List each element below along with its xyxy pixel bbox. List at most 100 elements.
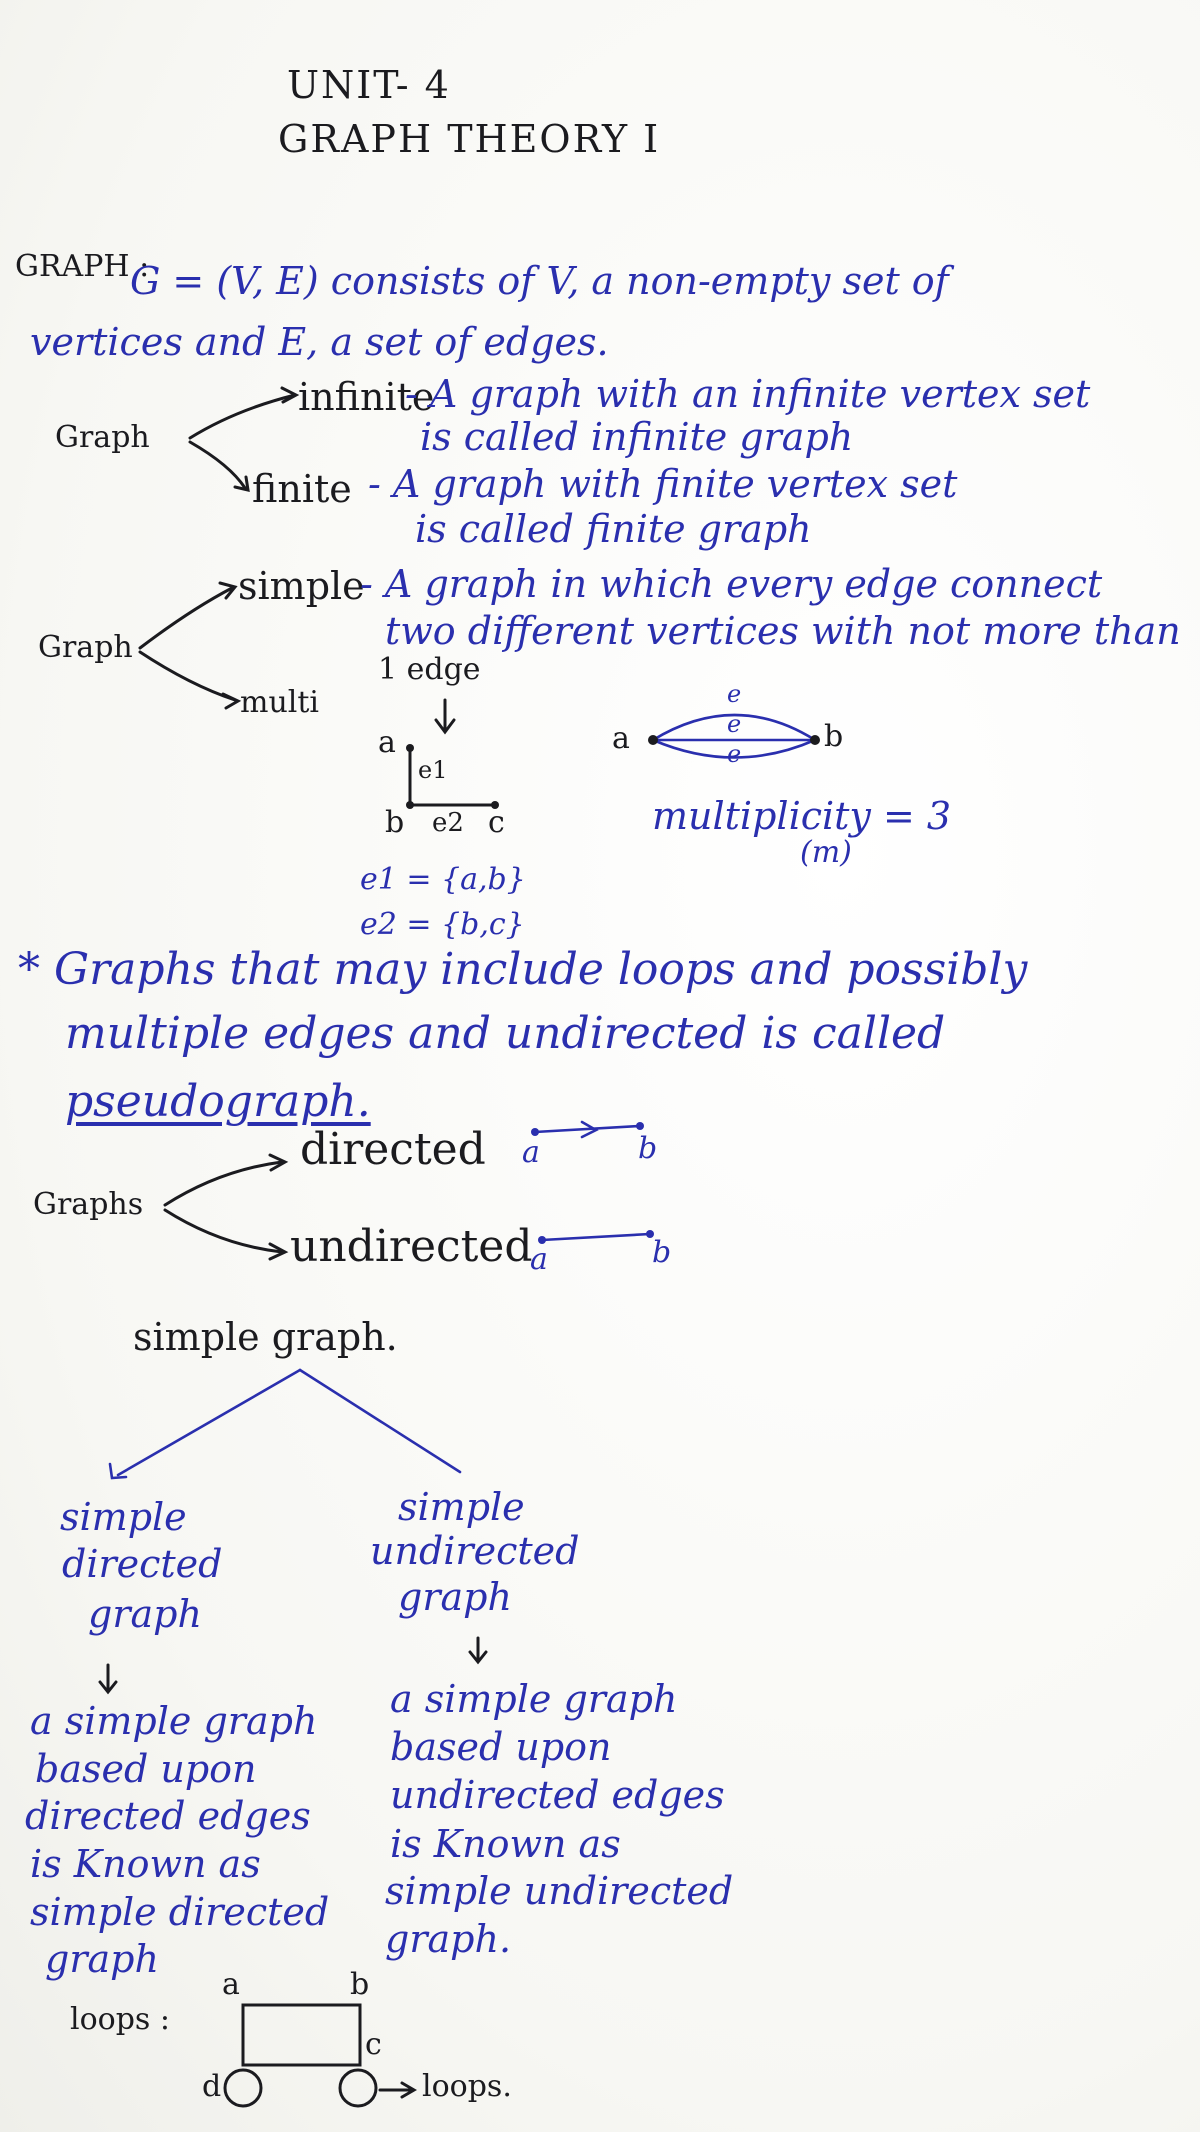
multi-label-b: b	[824, 719, 844, 754]
undirected-label-b: b	[652, 1235, 672, 1270]
left-desc-1: a simple graph	[30, 1699, 318, 1743]
multi-edge-label-top: e	[727, 680, 742, 708]
right-title-3: graph	[398, 1575, 512, 1619]
right-title-2: undirected	[370, 1529, 580, 1573]
loop-at-c	[338, 2068, 378, 2108]
right-desc-1: a simple graph	[390, 1677, 678, 1721]
simple-label-c: c	[488, 805, 505, 840]
directed-edge	[533, 1124, 642, 1134]
multi-edge-label-bottom: e	[727, 740, 742, 768]
undirected-edge	[540, 1232, 652, 1242]
left-desc-5: simple directed	[30, 1890, 330, 1934]
vertex-c	[491, 801, 499, 809]
tree-line-left	[116, 1368, 302, 1477]
simple-label-e1: e1	[418, 756, 448, 784]
multi-edge-top	[651, 713, 817, 742]
directed-label-a: a	[522, 1135, 540, 1170]
arrow-infinite	[188, 393, 297, 440]
chapter-title: GRAPH THEORY I	[278, 117, 661, 161]
loop-label-c: c	[365, 2027, 382, 2062]
down-arrowhead-edge	[434, 718, 456, 735]
multi-label-a: a	[612, 721, 630, 756]
tree2-desc-simple-3: 1 edge	[378, 652, 481, 687]
simple-set-e2: e2 = {b,c}	[360, 907, 525, 942]
tree3-branch-undirected: undirected	[290, 1221, 533, 1272]
multi-edge-bottom	[651, 738, 817, 759]
loop-at-d	[223, 2068, 263, 2108]
right-desc-6: graph.	[385, 1917, 512, 1961]
right-desc-3: undirected edges	[390, 1773, 725, 1817]
right-title-1: simple	[398, 1485, 525, 1529]
simple-label-e2: e2	[432, 808, 464, 838]
simple-label-b: b	[385, 805, 405, 840]
simple-set-e1: e1 = {a,b}	[360, 862, 526, 897]
right-desc-4: is Known as	[390, 1822, 621, 1866]
multiplicity-m: (m)	[800, 835, 852, 870]
undirected-vertex-b	[646, 1230, 654, 1238]
tree1-root: Graph	[55, 420, 150, 455]
arrow-multi	[138, 650, 237, 702]
left-desc-6: graph	[45, 1937, 159, 1981]
left-title-2: directed	[62, 1542, 223, 1586]
tree2-root: Graph	[38, 630, 133, 665]
loops-heading: loops :	[70, 2002, 170, 2037]
pseudograph-line2: multiple edges and undirected is called	[65, 1008, 946, 1059]
right-desc-5: simple undirected	[385, 1869, 734, 1913]
pseudograph-line3: pseudograph.	[65, 1076, 371, 1127]
multi-vertex-b	[810, 735, 820, 745]
loops-annotation: loops.	[422, 2069, 512, 2104]
tree2-desc-simple-1: - A graph in which every edge connect	[360, 562, 1103, 606]
arrowhead-multi	[221, 692, 242, 710]
loop-label-d: d	[202, 2069, 222, 2104]
unit-title: UNIT- 4	[287, 63, 451, 107]
simple-graph-root: simple graph.	[133, 1315, 398, 1359]
arrow-directed	[163, 1160, 284, 1207]
directed-edge-arrowhead	[580, 1120, 599, 1139]
tree-line-right	[298, 1368, 462, 1474]
arrowhead-simple	[218, 581, 238, 600]
tree1-desc-finite-2: is called finite graph	[415, 507, 812, 551]
left-desc-3: directed edges	[25, 1794, 311, 1838]
graph-definition-line2: vertices and E, a set of edges.	[30, 320, 609, 364]
loop-label-a: a	[222, 1967, 240, 2002]
tree3-branch-directed: directed	[300, 1124, 486, 1175]
simple-label-a: a	[378, 725, 396, 760]
loop-label-b: b	[350, 1967, 370, 2002]
arrowhead-infinite	[280, 386, 300, 404]
down-arrowhead-left	[98, 1680, 118, 1695]
tree1-branch-infinite: infinite	[298, 375, 435, 419]
vertex-b	[406, 801, 414, 809]
pseudograph-line1: * Graphs that may include loops and poss…	[18, 944, 1028, 995]
tree1-branch-finite: finite	[252, 467, 352, 511]
arrow-undirected	[163, 1208, 284, 1254]
arrowhead-finite	[233, 475, 250, 492]
loops-arrowhead	[400, 2081, 417, 2099]
tree-arrow-left	[108, 1462, 128, 1480]
tree1-desc-infinite-1: - A graph with an infinite vertex set	[405, 372, 1091, 416]
tree1-desc-infinite-2: is called infinite graph	[420, 415, 854, 459]
arrow-finite	[188, 440, 247, 490]
graph-definition-line1: G = (V, E) consists of V, a non-empty se…	[130, 259, 949, 303]
directed-vertex-b	[636, 1122, 644, 1130]
directed-label-b: b	[638, 1131, 658, 1166]
tree2-branch-multi: multi	[240, 685, 320, 720]
loop-square	[241, 2003, 362, 2067]
graph-heading: GRAPH :	[15, 249, 150, 284]
left-title-3: graph	[88, 1592, 202, 1636]
multi-vertex-a	[648, 735, 658, 745]
tree3-root: Graphs	[33, 1187, 144, 1222]
tree1-desc-finite-1: - A graph with finite vertex set	[368, 462, 958, 506]
undirected-vertex-a	[538, 1236, 546, 1244]
multi-edge-label-middle: e	[727, 710, 742, 738]
tree2-desc-simple-2: two different vertices with not more tha…	[385, 609, 1181, 653]
right-desc-2: based upon	[390, 1725, 612, 1769]
tree2-branch-simple: simple	[238, 564, 365, 608]
directed-vertex-a	[531, 1128, 539, 1136]
arrowhead-directed	[268, 1153, 289, 1172]
left-desc-4: is Known as	[30, 1842, 261, 1886]
left-desc-2: based upon	[35, 1747, 257, 1791]
left-title-1: simple	[60, 1495, 187, 1539]
multiplicity-text: multiplicity = 3	[652, 794, 952, 838]
